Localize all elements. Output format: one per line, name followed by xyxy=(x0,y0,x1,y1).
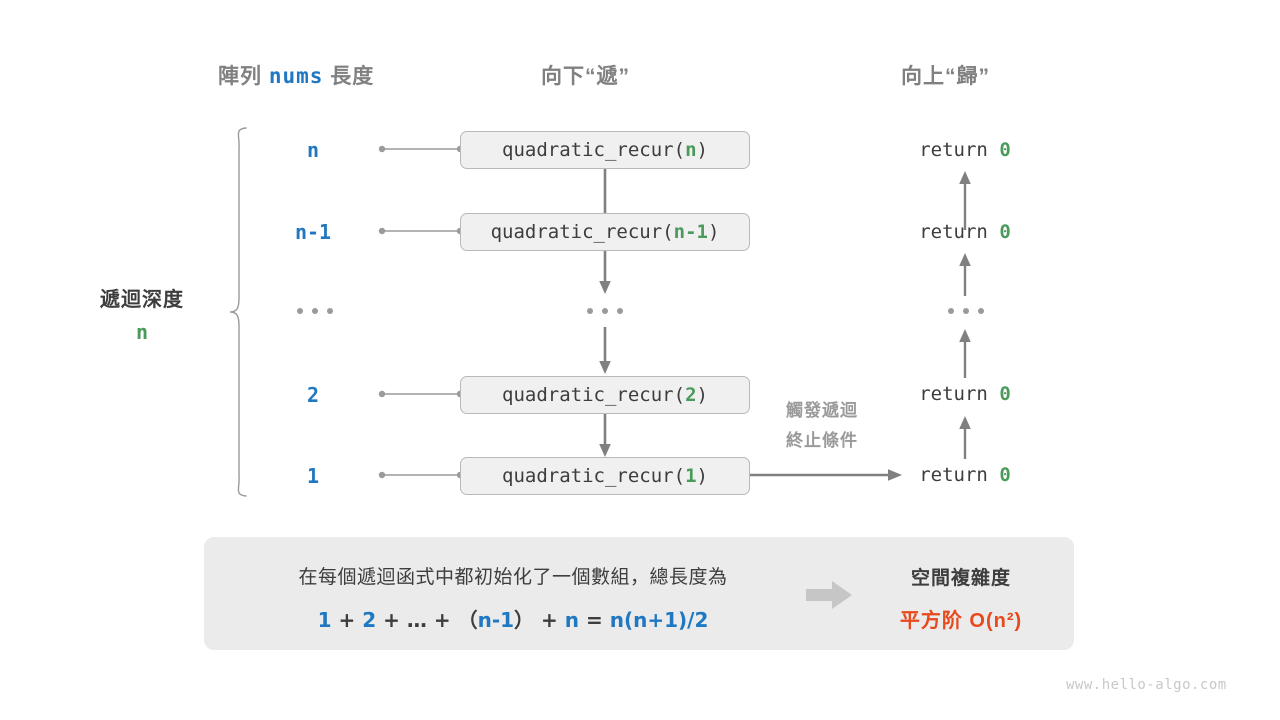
call-box-row-1[interactable]: quadratic_recur(n-1) xyxy=(460,213,750,251)
length-label-row-0: n xyxy=(306,138,320,162)
return-keyword-row-0: return xyxy=(919,139,988,161)
formula-result: n(n+1)/2 xyxy=(609,608,709,632)
return-value-row-3: 0 xyxy=(999,383,1011,405)
return-value-row-4: 0 xyxy=(999,464,1011,486)
up-arrow-2 xyxy=(959,329,971,378)
return-row-3: return 0 xyxy=(885,383,1045,405)
call-box-paren-row-4: ) xyxy=(696,465,708,487)
connector-line-row-4 xyxy=(378,471,464,479)
up-arrow-3 xyxy=(959,416,971,459)
length-label-row-3: 2 xyxy=(306,383,320,407)
up-arrow-0 xyxy=(959,171,971,230)
return-keyword-row-3: return xyxy=(919,383,988,405)
down-arrow-1 xyxy=(599,251,611,294)
summary-panel xyxy=(204,537,1074,650)
complexity-title: 空間複雜度 xyxy=(910,568,1011,589)
formula-term-5: n xyxy=(564,608,579,632)
down-arrow-2 xyxy=(599,327,611,374)
call-box-paren-row-0: ) xyxy=(696,139,708,161)
header-array-length-suffix: 長度 xyxy=(330,65,375,88)
summary-formula: 1 + 2 + … + （n-1） + n = n(n+1)/2 xyxy=(228,604,798,633)
terminate-note-line-2: 終止條件 xyxy=(786,431,858,450)
depth-brace-icon xyxy=(229,127,247,497)
header-downward: 向下“遞” xyxy=(541,65,630,88)
call-box-text-row-0: quadratic_recur( xyxy=(502,139,686,161)
depth-value: n xyxy=(135,320,149,344)
complexity-value: 平方阶 O(n²) xyxy=(899,610,1023,632)
formula-rparen: ） xyxy=(514,608,535,632)
call-box-arg-row-0: n xyxy=(685,139,697,161)
up-arrow-1 xyxy=(959,253,971,296)
formula-op-3: + xyxy=(433,608,451,632)
panel-arrow-icon xyxy=(806,581,852,609)
call-box-paren-row-1: ) xyxy=(707,221,720,243)
terminate-arrow xyxy=(750,469,902,481)
length-label-row-4: 1 xyxy=(306,464,320,488)
terminate-note: 觸發遞迴 終止條件 xyxy=(757,396,887,456)
call-box-paren-row-3: ) xyxy=(696,384,708,406)
formula-term-3: … xyxy=(406,608,427,632)
call-ellipsis-row-2 xyxy=(587,308,623,314)
connector-line-row-3 xyxy=(378,390,464,398)
formula-equals: = xyxy=(585,608,603,632)
call-box-text-row-4: quadratic_recur( xyxy=(502,465,686,487)
footer-watermark: www.hello-algo.com xyxy=(1066,677,1227,693)
call-box-row-4[interactable]: quadratic_recur(1) xyxy=(460,457,750,495)
formula-lparen: （ xyxy=(457,608,478,632)
connector-line-row-1 xyxy=(378,227,464,235)
formula-term-1: 1 xyxy=(317,608,332,632)
return-row-1: return 0 xyxy=(885,221,1045,243)
return-row-4: return 0 xyxy=(885,464,1045,486)
header-array-length-prefix: 陣列 xyxy=(218,65,262,88)
call-box-arg-row-4: 1 xyxy=(685,465,697,487)
return-row-0: return 0 xyxy=(885,139,1045,161)
call-box-row-0[interactable]: quadratic_recur(n) xyxy=(460,131,750,169)
formula-op-1: + xyxy=(338,608,356,632)
length-label-row-1: n-1 xyxy=(294,220,332,244)
return-keyword-row-1: return xyxy=(919,221,988,243)
return-keyword-row-4: return xyxy=(919,464,988,486)
formula-term-2: 2 xyxy=(362,608,377,632)
formula-op-4: + xyxy=(541,608,558,632)
length-ellipsis-row-2 xyxy=(297,308,333,314)
return-value-row-0: 0 xyxy=(999,139,1011,161)
depth-label: 遞迴深度 xyxy=(100,289,184,311)
header-array-length-name: nums xyxy=(268,64,324,88)
return-value-row-1: 0 xyxy=(999,221,1011,243)
formula-term-4: n-1 xyxy=(477,608,515,632)
formula-op-2: + xyxy=(383,608,400,632)
call-box-text-row-1: quadratic_recur( xyxy=(490,221,674,243)
header-array-length: 陣列 nums 長度 xyxy=(218,60,374,90)
down-arrow-3 xyxy=(599,414,611,457)
call-box-arg-row-3: 2 xyxy=(685,384,697,406)
header-upward: 向上“歸” xyxy=(901,65,990,88)
summary-text: 在每個遞迴函式中都初始化了一個數組，總長度為 xyxy=(298,567,728,588)
call-box-arg-row-1: n-1 xyxy=(673,221,708,243)
terminate-note-line-1: 觸發遞迴 xyxy=(786,401,858,420)
return-ellipsis-row-2 xyxy=(948,308,984,314)
connector-line-row-0 xyxy=(378,145,464,153)
call-box-text-row-3: quadratic_recur( xyxy=(502,384,686,406)
call-box-row-3[interactable]: quadratic_recur(2) xyxy=(460,376,750,414)
